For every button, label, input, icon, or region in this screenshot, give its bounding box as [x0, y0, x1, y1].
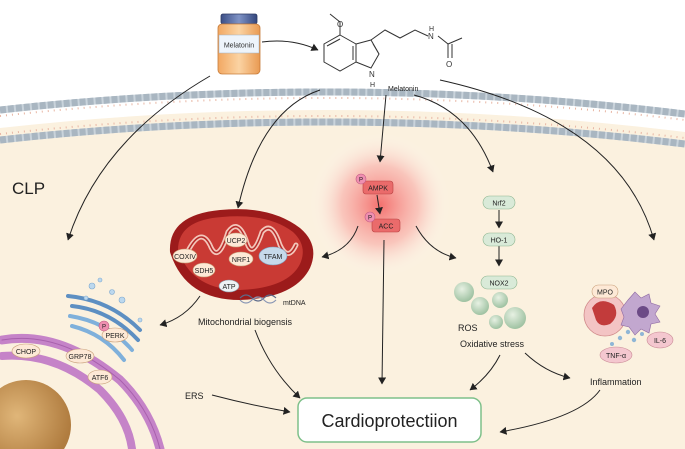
carbonyl-o: O [446, 60, 452, 69]
cardioprotection-label: Cardioprotectiion [321, 411, 457, 431]
ampk-glow [310, 133, 450, 277]
ampk-phospho [355, 173, 367, 185]
label-nox2: NOX2 [489, 281, 508, 288]
label-acc-p: P [368, 216, 372, 222]
node-atf6 [87, 369, 113, 385]
perk-phospho [98, 320, 110, 332]
node-mpo [591, 284, 619, 299]
arrow-to-nrf2 [413, 94, 495, 173]
inflammation-label: Inflammation [590, 377, 642, 387]
vesicles [83, 277, 143, 323]
label-il6: IL-6 [654, 338, 666, 345]
neutrophil [583, 293, 627, 337]
label-sdh5: SDH5 [195, 268, 214, 275]
label-nrf2: Nrf2 [492, 201, 505, 208]
label-nrf1: NRF1 [232, 257, 250, 264]
node-coxiv [172, 248, 198, 264]
macrophage [620, 291, 661, 336]
node-tnf [599, 346, 633, 364]
ers-label: ERS [185, 391, 204, 401]
arrow-to-mito [235, 89, 321, 209]
node-perk [101, 327, 129, 343]
melatonin-structure [323, 13, 463, 72]
label-coxiv: COXIV [174, 254, 196, 261]
mito-protein-nodes: COXIV UCP2 SDH5 NRF1 TFAM ATP [172, 232, 288, 293]
node-ampk [362, 180, 394, 195]
cytokine-dots [610, 329, 644, 346]
arrow-to-inflammation [439, 79, 657, 241]
label-tfam: TFAM [264, 254, 283, 261]
node-grp78 [65, 348, 95, 364]
node-ho1 [482, 232, 516, 247]
arrow-inflammation-outcome [499, 389, 601, 435]
label-grp78: GRP78 [69, 354, 92, 361]
arrow-bottle-to-structure [261, 40, 319, 51]
arrow-ers-outcome [211, 394, 291, 415]
label-ucp2: UCP2 [227, 238, 246, 245]
arrow-acc-outcome [378, 239, 387, 385]
label-ampk: AMPK [368, 186, 388, 193]
amide-n: N [428, 32, 434, 41]
label-ho1: HO-1 [491, 238, 508, 245]
nucleus [0, 380, 71, 449]
arrow-oxidative-inflammation [524, 352, 571, 381]
methoxy-o: O [337, 20, 343, 29]
mito-process-label: Mitochondrial biogensis [198, 317, 293, 327]
node-il6 [646, 331, 674, 349]
ros-label: ROS [458, 323, 478, 333]
label-acc: ACC [379, 224, 394, 231]
arrow-mito-outcome [254, 329, 301, 399]
clp-label: CLP [12, 179, 45, 198]
cardioprotection-box [297, 397, 482, 443]
node-chop [11, 343, 41, 359]
label-perk: PERK [105, 333, 124, 340]
cytoplasm [0, 109, 685, 449]
arrow-oxidative-outcome [469, 354, 501, 391]
arrow-ampk-acc [375, 194, 383, 215]
arrow-acc-mito [321, 225, 359, 260]
label-perk-p: P [102, 325, 106, 331]
melatonin-bottle: Melatonin [217, 13, 261, 75]
structure-label: Melatonin [388, 86, 418, 93]
label-chop: CHOP [16, 349, 37, 356]
node-atp [218, 279, 240, 293]
cell-membrane [0, 88, 685, 148]
bottle-label: Melatonin [224, 43, 254, 50]
label-atp: ATP [222, 284, 235, 291]
ring-n: N [369, 70, 375, 79]
label-tnf: TNF-α [606, 353, 626, 360]
ros-beads [454, 282, 526, 329]
arrow-acc-oxidative [415, 225, 457, 261]
amide-h: H [429, 26, 434, 33]
node-nrf1 [228, 251, 254, 267]
node-ucp2 [224, 232, 248, 248]
label-ampk-p: P [359, 178, 363, 184]
arrows [66, 40, 657, 435]
node-tfam [258, 246, 288, 266]
node-nox2 [480, 275, 518, 290]
arrow-to-ampk [376, 94, 387, 163]
arrow-to-er [66, 75, 211, 241]
acc-phospho [364, 211, 376, 223]
arrow-mito-er [159, 295, 201, 328]
node-sdh5 [192, 262, 216, 278]
oxidative-label: Oxidative stress [460, 339, 525, 349]
mtdna-label: mtDNA [283, 300, 306, 307]
node-acc [371, 218, 401, 233]
node-nrf2 [482, 195, 516, 210]
label-atf6: ATF6 [92, 375, 109, 382]
ring-h: H [370, 82, 375, 89]
label-mpo: MPO [597, 290, 614, 297]
